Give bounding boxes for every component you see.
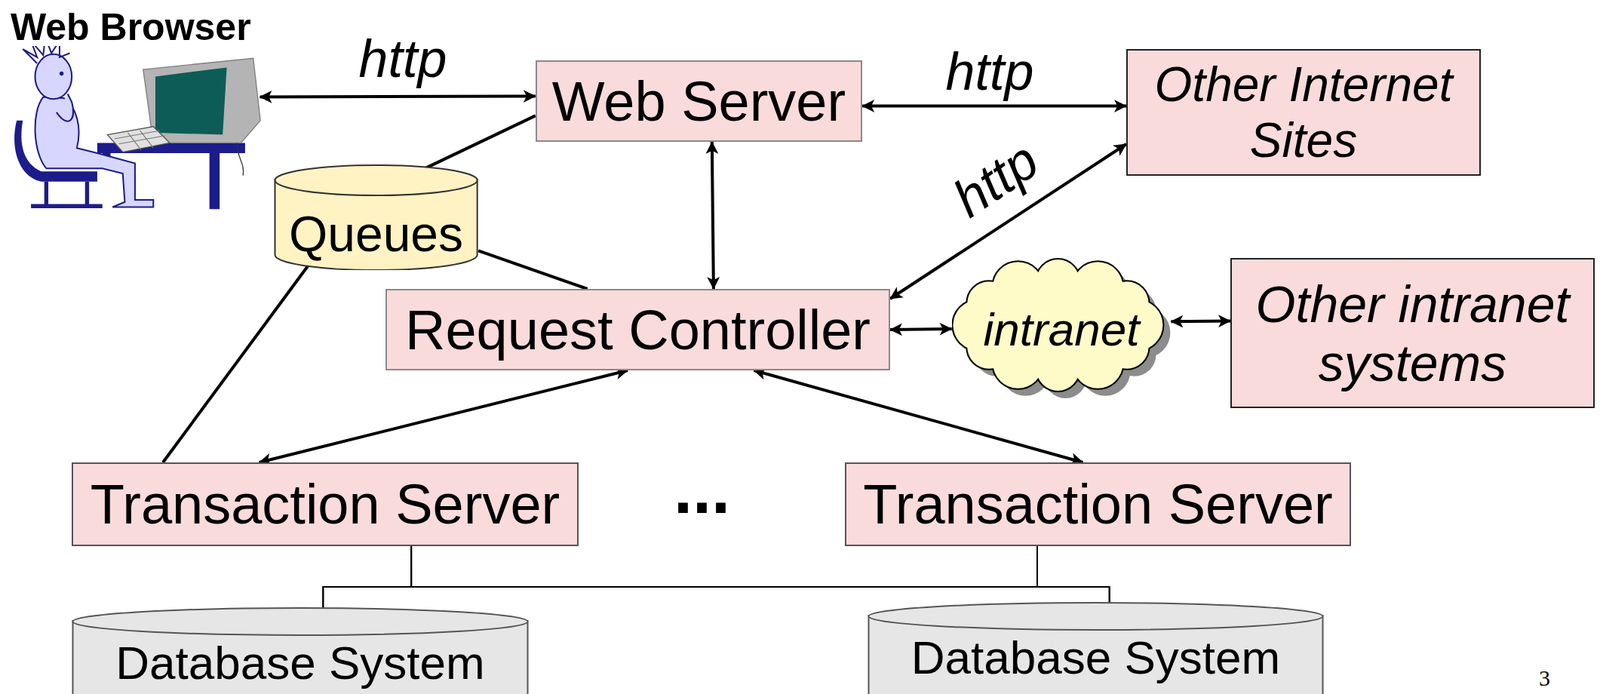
arrow-line [862,104,1127,108]
user-at-computer [10,46,266,215]
edge-label: http [356,28,451,90]
node-text: Request Controller [405,297,871,363]
controller-box: Request Controller [385,288,891,371]
node-text: Database System [115,635,485,690]
server-box: Transaction Server [71,462,579,547]
node-text: Web Server [552,69,846,134]
link-line [162,262,311,463]
node-text: Web Browser [10,5,252,50]
network-cloud: intranet [952,254,1172,403]
arrow-line [712,141,714,289]
link-line [478,250,588,289]
node-text: intranet [983,302,1140,357]
edge-label: http [939,128,1052,231]
ellipsis-mark: ... [673,451,731,529]
external-box: Other intranet systems [1230,257,1595,409]
server-box: Transaction Server [844,462,1352,547]
server-box: Web Server [535,60,863,142]
client-label: Web Browser [10,5,319,209]
page-number: 3 [1538,665,1551,691]
link-line [425,115,536,169]
arrow-line [1170,319,1231,324]
node-text: Transaction Server [862,472,1333,537]
edge-label: http [942,41,1038,102]
arrow-line [259,370,628,463]
node-text: Other intranet systems [1246,274,1579,393]
queue-store: Queues [273,164,479,271]
arrow-line [890,328,953,330]
node-text: Transaction Server [90,472,560,537]
arrow-line [260,96,536,98]
database-store: Database System [867,601,1324,694]
external-box: Other Internet Sites [1126,49,1481,176]
node-text: Database System [911,630,1281,685]
database-store: Database System [71,607,529,694]
node-text: Other Internet Sites [1142,56,1465,169]
node-text: Queues [288,205,464,263]
